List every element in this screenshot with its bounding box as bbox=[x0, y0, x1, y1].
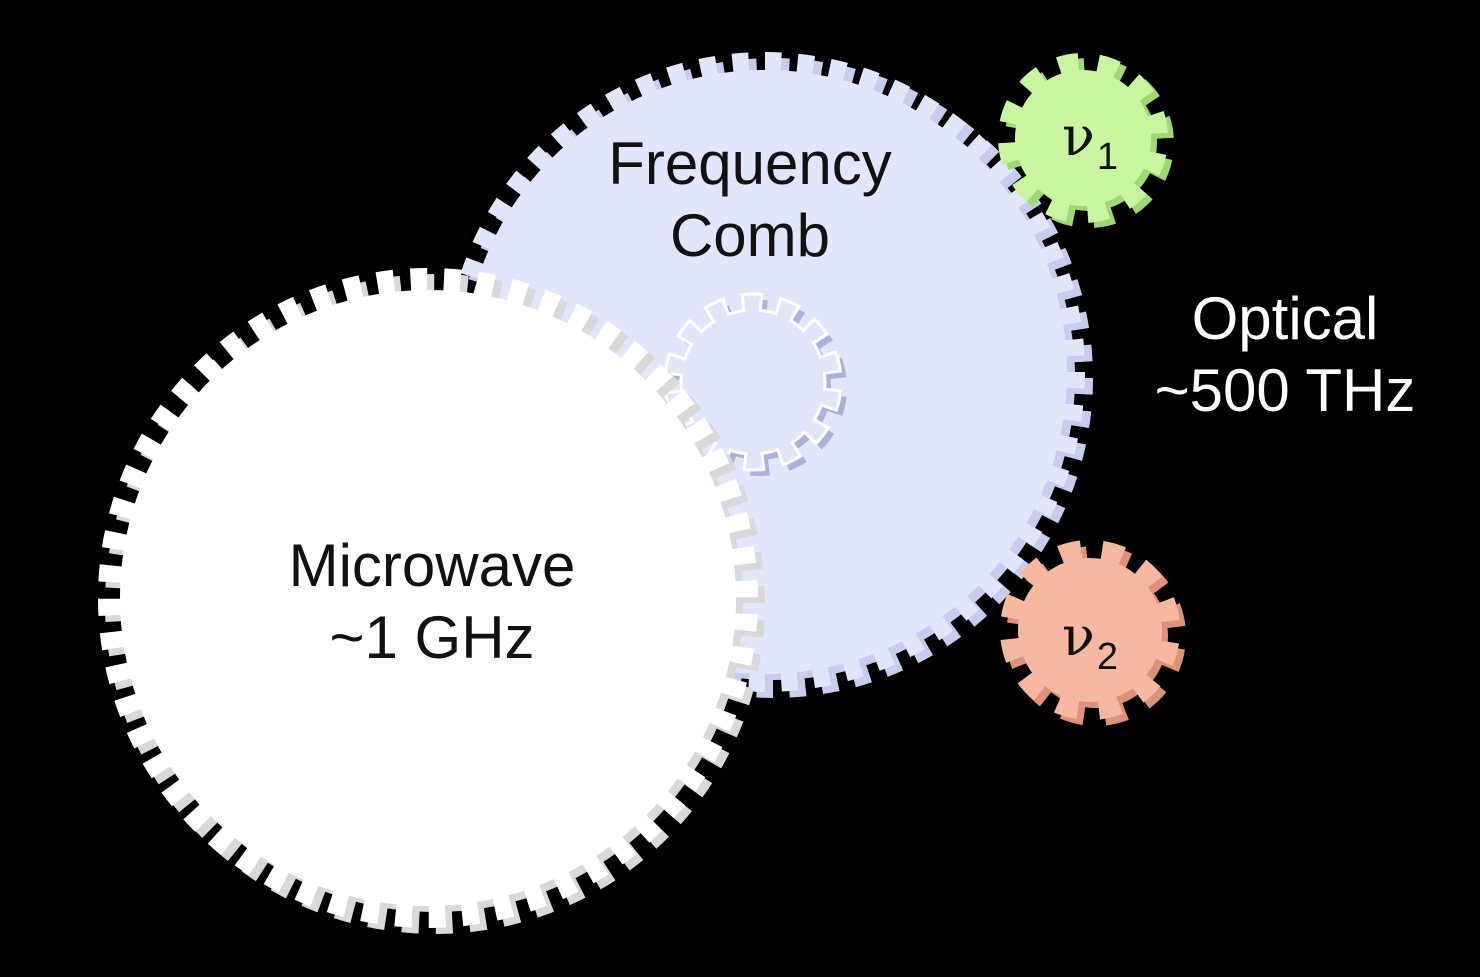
microwave-gear-shape-face bbox=[98, 268, 758, 928]
optical-label-line2: ~500 THz bbox=[1154, 357, 1416, 424]
nu1-gear bbox=[998, 53, 1174, 228]
nu1-subscript: 1 bbox=[1096, 136, 1118, 178]
comb-label-line2: Comb bbox=[669, 202, 831, 269]
nu2-symbol: ν bbox=[1062, 605, 1095, 668]
comb-label: Frequency Comb bbox=[550, 128, 950, 272]
microwave-label-line2: ~1 GHz bbox=[329, 604, 535, 671]
nu2-label: ν2 bbox=[1030, 605, 1150, 681]
nu1-label: ν1 bbox=[1030, 105, 1150, 181]
nu2-gear-shape-face bbox=[1000, 540, 1180, 720]
microwave-gear bbox=[98, 268, 765, 934]
nu2-gear bbox=[1000, 540, 1186, 726]
microwave-label: Microwave ~1 GHz bbox=[232, 530, 632, 674]
comb-label-line1: Frequency bbox=[608, 130, 892, 197]
optical-label: Optical ~500 THz bbox=[1125, 283, 1445, 427]
optical-label-line1: Optical bbox=[1191, 285, 1379, 352]
nu2-subscript: 2 bbox=[1096, 636, 1118, 678]
microwave-label-line1: Microwave bbox=[288, 532, 576, 599]
nu1-symbol: ν bbox=[1062, 105, 1095, 168]
nu1-gear-shape-face bbox=[998, 53, 1168, 223]
